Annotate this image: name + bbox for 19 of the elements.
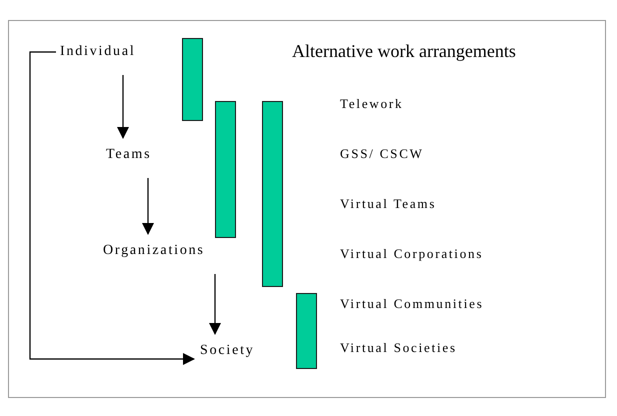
range-bar xyxy=(262,101,283,287)
level-label: Organizations xyxy=(103,242,205,260)
range-bar xyxy=(215,101,236,238)
arrangement-label: Virtual Corporations xyxy=(340,246,484,262)
range-bar xyxy=(182,38,203,121)
arrangement-label: Virtual Communities xyxy=(340,296,484,312)
arrangement-label: Virtual Teams xyxy=(340,196,436,212)
arrow xyxy=(209,274,221,335)
level-label: Society xyxy=(200,342,255,360)
arrow xyxy=(29,51,195,365)
arrangement-label: GSS/ CSCW xyxy=(340,146,424,162)
range-bar xyxy=(296,293,317,369)
arrangement-label: Virtual Societies xyxy=(340,340,457,356)
level-label: Teams xyxy=(106,146,152,164)
level-label: Individual xyxy=(60,43,136,61)
arrow xyxy=(142,178,154,235)
arrow xyxy=(117,75,129,139)
slide-title: Alternative work arrangements xyxy=(292,40,516,62)
arrangement-label: Telework xyxy=(340,96,404,112)
